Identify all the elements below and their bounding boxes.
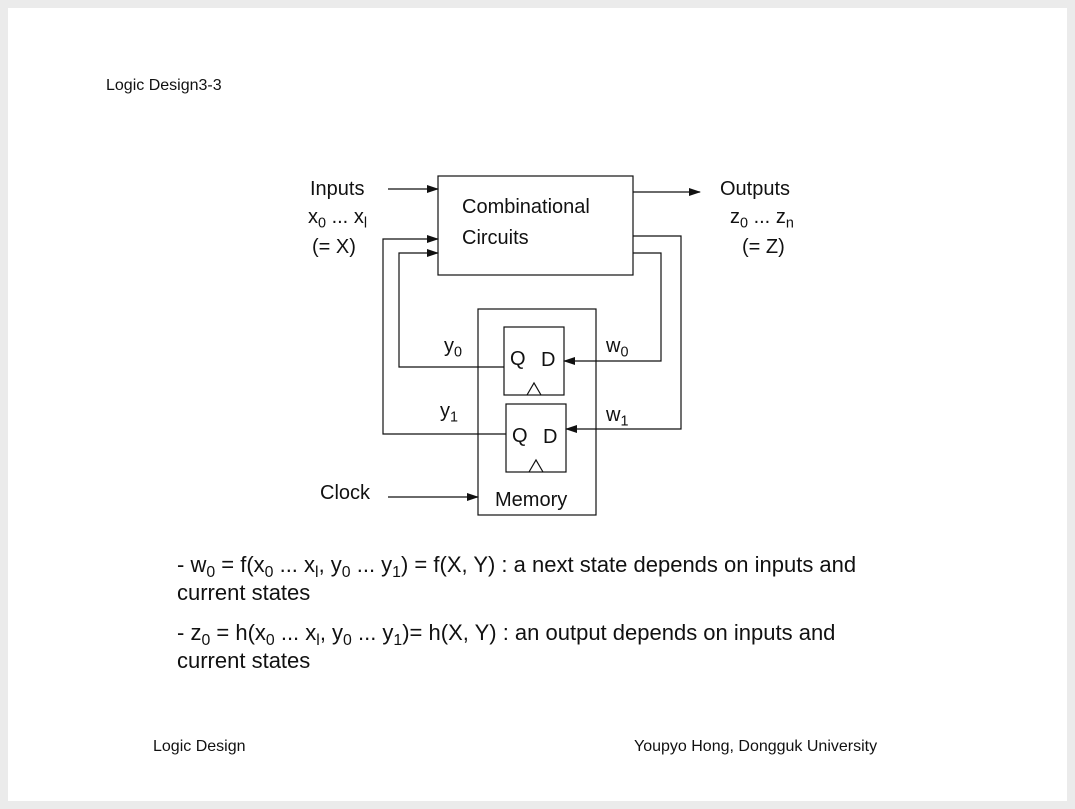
w0-label: w0	[606, 335, 629, 361]
ff1-d-label: D	[543, 426, 558, 448]
outputs-label: Outputs	[720, 178, 791, 200]
equation-output: - z0 = h(x0 ... xl, y0 ... y1)= h(X, Y) …	[177, 620, 836, 649]
memory-label: Memory	[495, 489, 568, 511]
ff0-d-label: D	[541, 349, 556, 371]
w1-label: w1	[606, 404, 629, 430]
clock-triangle-0	[526, 381, 542, 396]
w0-line	[563, 252, 662, 365]
inputs-label: Inputs	[310, 178, 365, 200]
comb-label-line2: Circuits	[462, 227, 529, 249]
flip-flop-1	[505, 403, 567, 473]
block-diagram	[382, 175, 701, 516]
outputs-set: (= Z)	[742, 236, 785, 258]
y0-label: y0	[444, 335, 463, 361]
inputs-set: (= X)	[312, 236, 356, 258]
footer-right: Youpyo Hong, Dongguk University	[634, 738, 878, 755]
clock-triangle-1	[528, 458, 544, 473]
outputs-vars: z0 ... zn	[730, 206, 794, 232]
ff0-q-label: Q	[510, 348, 526, 370]
memory-box	[477, 308, 597, 516]
combinational-circuits-box	[437, 175, 634, 276]
y1-label: y1	[440, 400, 459, 426]
clock-label: Clock	[320, 482, 371, 504]
y1-feedback-line	[382, 235, 506, 435]
inputs-vars: x0 ... xl	[308, 206, 368, 232]
equation-next-state-cont: current states	[177, 580, 311, 605]
w1-line	[565, 235, 682, 433]
equation-next-state: - w0 = f(x0 ... xl, y0 ... y1) = f(X, Y)…	[177, 552, 857, 581]
comb-label-line1: Combinational	[462, 196, 590, 218]
y0-feedback-line	[398, 249, 504, 368]
header-title: Logic Design3-3	[106, 77, 222, 94]
equation-output-cont: current states	[177, 648, 311, 673]
slide: Logic Design3-3	[8, 8, 1067, 801]
footer-left: Logic Design	[153, 738, 246, 755]
ff1-q-label: Q	[512, 425, 528, 447]
